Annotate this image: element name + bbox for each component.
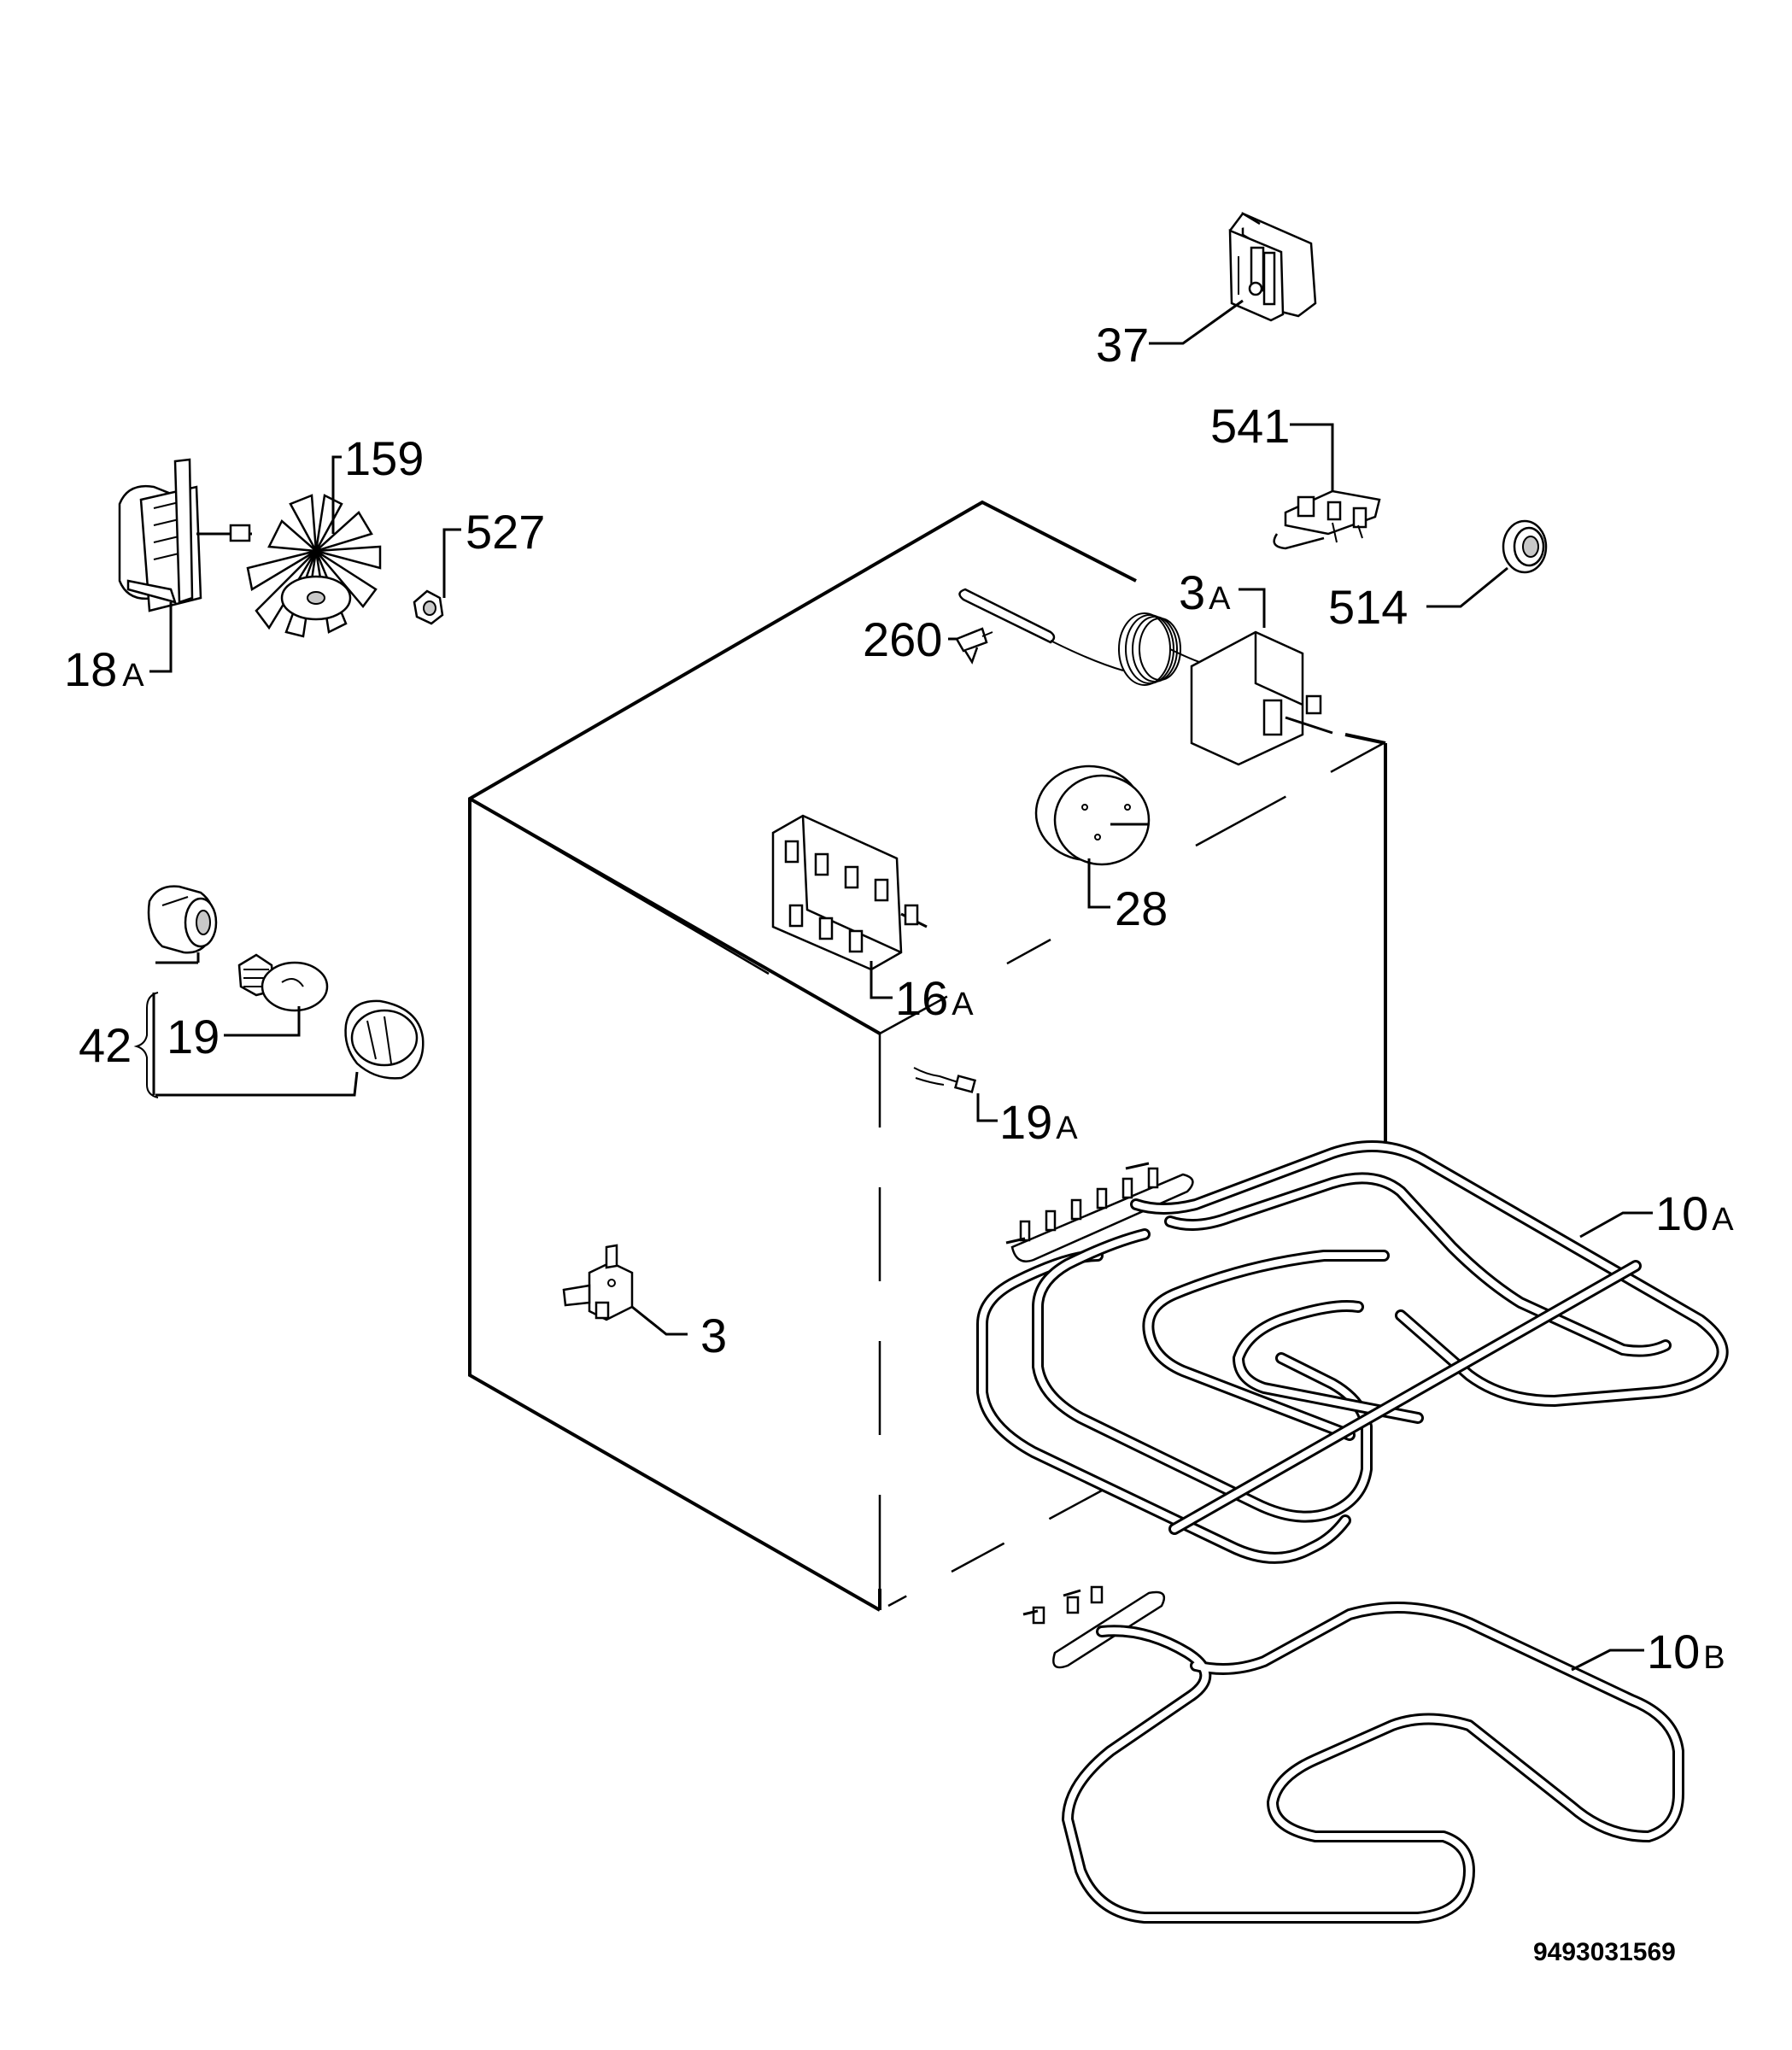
callout-159: 159: [344, 431, 424, 485]
document-code: 9493031569: [1533, 1938, 1676, 1966]
callout-514: 514: [1328, 580, 1408, 634]
grill-element-part-10A: [976, 1140, 1729, 1564]
callout-19: 19: [167, 1010, 220, 1063]
selector-switch-part-16A: [771, 814, 928, 971]
fan-impeller-part-159: [246, 494, 382, 638]
callout-28: 28: [1115, 882, 1168, 935]
nut-part-527: [413, 589, 444, 625]
callout-527: 527: [466, 505, 545, 559]
callout-42: 42: [79, 1018, 132, 1072]
oven-cavity-box: [468, 500, 1387, 1612]
clip-part-260: [955, 627, 993, 665]
grommet-part-514: [1502, 519, 1548, 574]
leader-lines: [133, 299, 1653, 1672]
callout-37: 37: [1096, 318, 1149, 372]
timer-part-28: [1034, 764, 1151, 866]
lamp-part-19A: [913, 1067, 977, 1093]
fan-motor-part-18A: [118, 458, 252, 612]
bottom-element-part-10B: [1022, 1585, 1684, 1924]
callout-541: 541: [1210, 399, 1290, 453]
lamp-assembly-part-42: [147, 885, 425, 1080]
connector-part-541: [1273, 489, 1381, 550]
switch-part-3: [562, 1244, 634, 1321]
thermostat-part-3A: [958, 588, 1333, 766]
callout-260: 260: [863, 612, 942, 666]
callout-3: 3: [700, 1309, 727, 1362]
terminal-bracket-part-37: [1228, 212, 1317, 322]
